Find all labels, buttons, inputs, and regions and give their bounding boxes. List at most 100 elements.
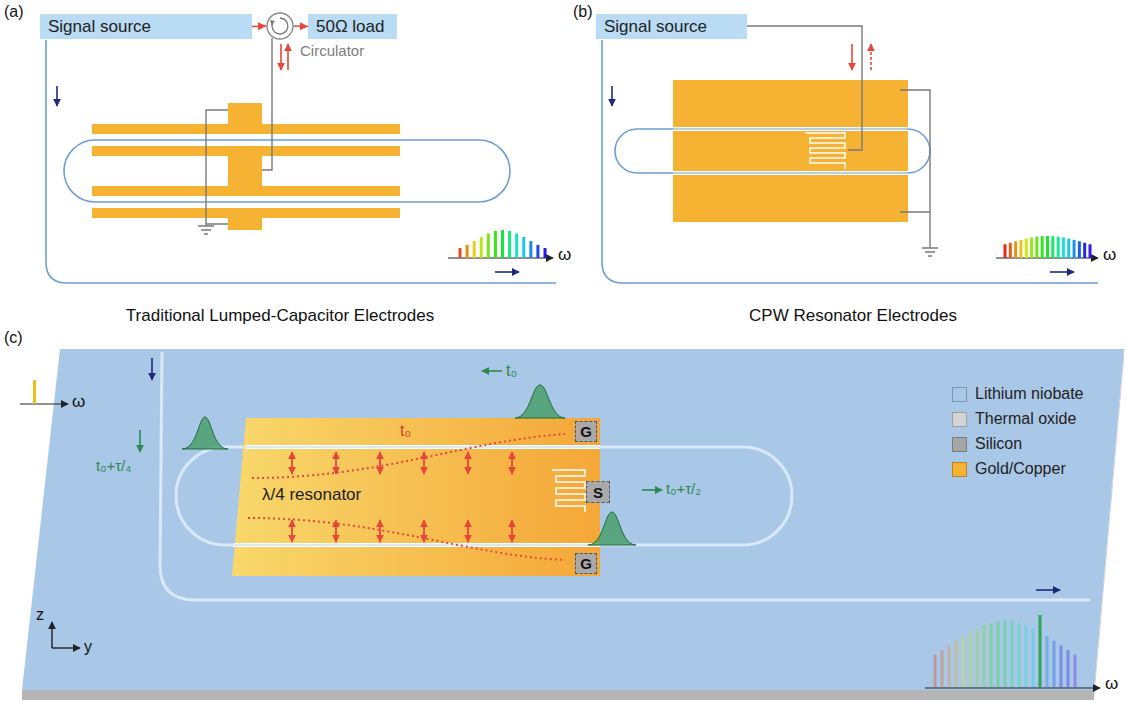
field-arrow: [335, 452, 337, 474]
frequency-comb: [1057, 237, 1060, 258]
legend-swatch: [952, 437, 967, 452]
cpw-electrode: [232, 418, 600, 576]
frequency-comb: [459, 230, 547, 258]
optical-waveguide: [160, 352, 1090, 600]
frequency-comb: [1041, 236, 1044, 258]
field-arrow: [467, 520, 469, 542]
frequency-comb: [990, 623, 993, 687]
frequency-comb: [1032, 628, 1035, 687]
wire: [198, 226, 214, 234]
standing-wave-profile: [248, 434, 565, 560]
electrode: [228, 146, 262, 196]
light-direction-arrow: [1050, 271, 1074, 273]
coordinate-axis: [52, 647, 80, 648]
frequency-comb: [1025, 239, 1028, 258]
electrode: [228, 103, 262, 134]
signal-arrow: [852, 44, 871, 70]
signal-arrow: [851, 44, 853, 70]
light-direction-arrow: [56, 86, 58, 106]
frequency-comb: [1035, 237, 1038, 258]
chip-substrate: [22, 349, 1124, 700]
node-label: S: [593, 484, 603, 501]
signal-arrow: [281, 44, 288, 70]
frequency-comb: [1067, 650, 1070, 687]
signal-arrow: [280, 44, 282, 70]
node-label: Signal source: [604, 17, 707, 37]
instrument-box: Signal source: [40, 14, 252, 39]
legend-entry: Lithium niobate: [952, 385, 1084, 403]
time-label: t₀+τ/₂: [666, 480, 701, 498]
legend-swatch: [952, 412, 967, 427]
node-label: 50Ω load: [316, 17, 384, 37]
spectrum-axis: [20, 404, 1100, 688]
cpw-electrode: [234, 447, 600, 545]
legend-entry: Gold/Copper: [952, 460, 1066, 478]
cpw-electrode: [673, 80, 908, 222]
pulse-direction-arrow: [140, 371, 662, 490]
frequency-comb: [983, 625, 986, 687]
light-direction-arrow: [1036, 589, 1060, 591]
light-direction-arrow: [495, 271, 519, 273]
frequency-comb: [1019, 240, 1022, 258]
frequency-comb: [522, 237, 525, 258]
axis-label: z: [36, 605, 44, 624]
frequency-comb: [1014, 241, 1017, 258]
node-label: Circulator: [300, 42, 364, 59]
legend-swatch: [952, 387, 967, 402]
field-arrow: [379, 452, 381, 474]
electrode: [228, 208, 262, 230]
panel-caption: CPW Resonator Electrodes: [749, 306, 957, 326]
pulse-direction-arrow: [139, 430, 141, 452]
field-arrow: [335, 520, 337, 542]
legend-text: Thermal oxide: [975, 410, 1076, 428]
axis-label: ω: [1105, 674, 1118, 694]
optical-pulse: [588, 512, 636, 545]
frequency-comb: [1046, 636, 1049, 687]
wire: [262, 38, 272, 170]
wire: [922, 248, 938, 256]
frequency-comb: [1018, 623, 1021, 687]
frequency-comb: [515, 233, 518, 258]
optical-waveguide: [602, 40, 1098, 283]
legend-text: Silicon: [975, 435, 1022, 453]
frequency-comb: [1004, 621, 1007, 687]
optical-pulse: [515, 385, 565, 418]
electrode-pad: G: [575, 553, 597, 574]
time-label: t₀: [506, 361, 517, 380]
node-label: G: [580, 423, 592, 440]
axis-label: ω: [72, 392, 85, 412]
frequency-comb: [934, 615, 1077, 687]
instrument-box: 50Ω load: [308, 14, 397, 39]
standing-wave-profile: [248, 518, 565, 560]
frequency-comb: [1062, 237, 1065, 258]
pulse-direction-arrow: [642, 489, 662, 491]
frequency-comb: [955, 641, 958, 687]
signal-connector: [252, 25, 266, 27]
panel-label: (c): [4, 328, 23, 347]
optical-waveguide: [64, 140, 510, 202]
panel-label: (b): [573, 2, 593, 21]
frequency-comb: [529, 241, 532, 258]
frequency-comb: [1060, 645, 1063, 687]
legend-swatch: [952, 462, 967, 477]
panel-caption: Traditional Lumped-Capacitor Electrodes: [126, 306, 434, 326]
spectrum-axis: [925, 687, 1100, 688]
chip-substrate: [22, 349, 1124, 690]
wire: [747, 26, 862, 150]
optical-pulse: [182, 417, 228, 449]
field-arrow: [379, 520, 381, 542]
optical-waveguide: [160, 352, 1090, 600]
optical-waveguide: [46, 40, 556, 283]
chip-substrate: [22, 690, 1094, 700]
legend-entry: Thermal oxide: [952, 410, 1076, 428]
frequency-comb: [1089, 244, 1092, 258]
circulator-symbol: [266, 12, 294, 40]
light-direction-arrow: [612, 86, 1074, 272]
instrument-box: Signal source: [596, 14, 747, 39]
legend-text: Gold/Copper: [975, 460, 1066, 478]
time-label: t₀+τ/₄: [96, 457, 131, 475]
legend-entry: Silicon: [952, 435, 1022, 453]
signal-arrow: [287, 44, 289, 70]
frequency-comb: [1030, 237, 1033, 258]
